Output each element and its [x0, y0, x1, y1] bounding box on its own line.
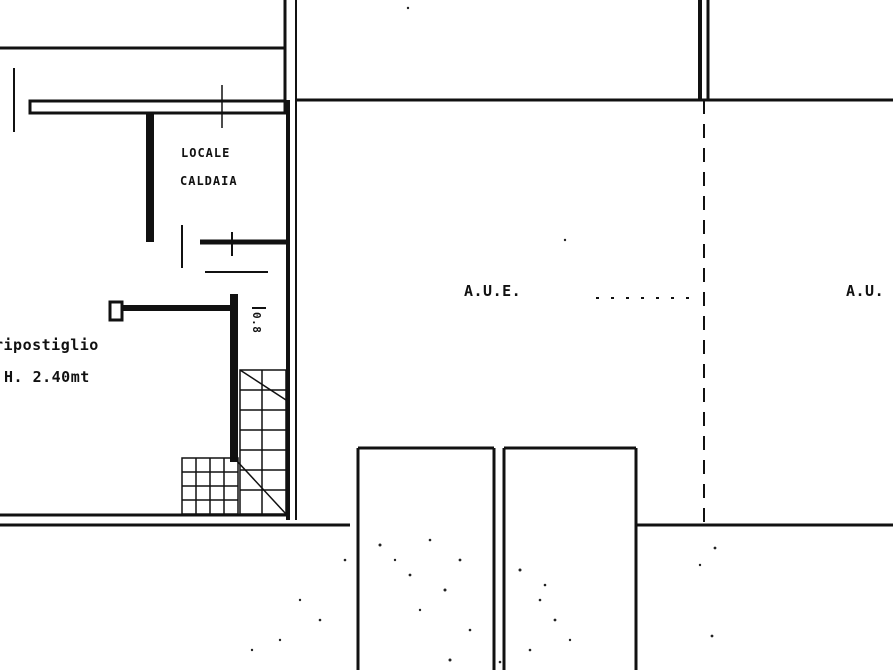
staircase	[181, 369, 287, 515]
aue-label-left: A.U.E.	[464, 282, 522, 300]
storeroom-height-label: H. 2.40mt	[4, 368, 90, 386]
outer-walls	[0, 0, 893, 527]
storeroom-walls	[108, 294, 266, 462]
boiler-room-walls	[13, 68, 288, 273]
boiler-room-label-line1: LOCALE	[181, 146, 231, 160]
garage-openings	[356, 446, 638, 670]
aue-label-right: A.U.	[846, 282, 885, 300]
storeroom-label-line1: ripostiglio	[0, 336, 99, 354]
boiler-room-label-line2: CALDAIA	[180, 174, 238, 188]
scan-speckles	[250, 6, 717, 664]
dimension-mark: 0.8	[250, 312, 263, 334]
